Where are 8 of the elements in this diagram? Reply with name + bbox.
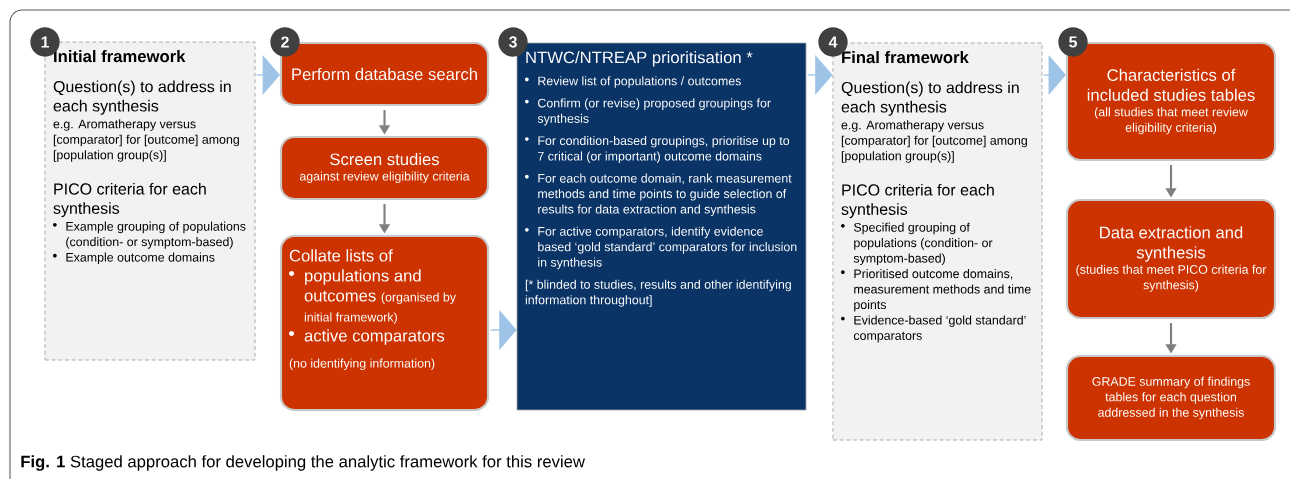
process-box: Data extraction and synthesis (studies that meet PICO criteria for synthesis)	[1065, 198, 1277, 320]
process-box: Collate lists of populations and outcomes (organised by initial framework) active comparators (no identifying information)	[279, 234, 490, 412]
caption: Fig. 1 Staged approach for developing the analytic framework for this review	[21, 455, 585, 471]
prioritisation-box: NTWC/NTREAP prioritisation * Review list of populations / outcomes Confirm (or revise) proposed groupings for synthesis For condition-based groupings, prioritise up to 7 critical (or important) outcome domains For each outcome domain, rank measurement methods and time points to guide selection of results for data extraction and synthesis For active comparators, identify evidence based ‘gold standard’ comparators for inclusion in synthesis [* blinded to studies, results and other identifying information throughout]	[516, 42, 807, 411]
process-box: GRADE summary of findings tables for each question addressed in the synthesis	[1065, 354, 1277, 442]
number-badge: 5	[1058, 27, 1088, 57]
process-box: Screen studies against review eligibility criteria	[279, 135, 490, 201]
number-badge: 2	[270, 27, 300, 57]
